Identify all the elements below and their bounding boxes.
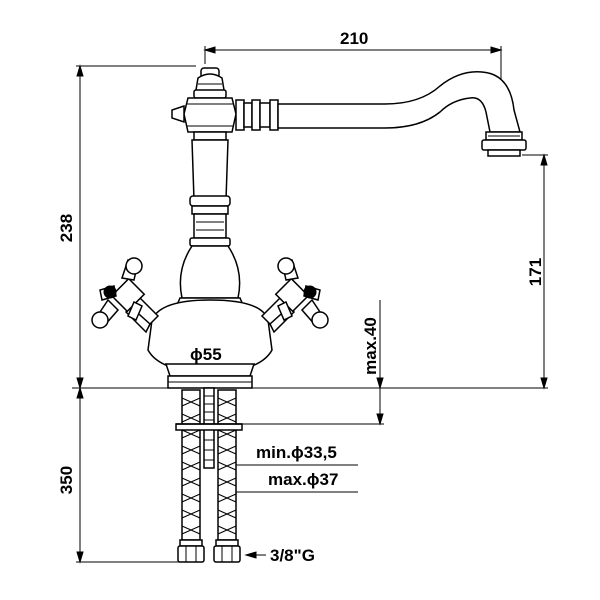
flexible-hoses <box>175 387 243 563</box>
faucet-body <box>147 67 527 389</box>
dim-connection-label: 3/8"G <box>270 546 315 565</box>
dim-diameter-55-label: ϕ55 <box>190 345 222 364</box>
left-handle <box>91 257 160 334</box>
dim-171-label: 171 <box>526 258 545 286</box>
dim-hole-max-label: max.ϕ37 <box>268 470 338 489</box>
dim-210-label: 210 <box>340 29 368 48</box>
dim-hole-min-label: min.ϕ33,5 <box>256 443 337 462</box>
right-handle <box>260 257 329 334</box>
dim-238-label: 238 <box>57 214 76 242</box>
dim-max40-label: max.40 <box>361 317 380 375</box>
dim-350-label: 350 <box>57 466 76 494</box>
dimension-lines <box>72 46 548 564</box>
